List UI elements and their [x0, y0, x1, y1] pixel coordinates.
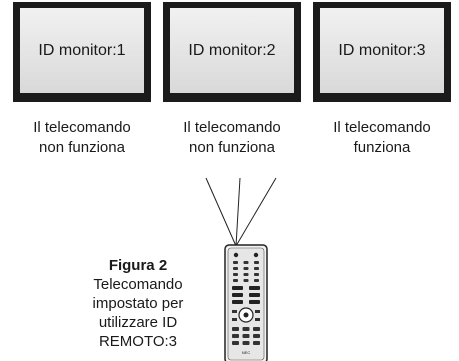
caption-line: utilizzare ID [98, 314, 178, 331]
status-line: non funziona [189, 139, 275, 156]
monitor-1-status: Il telecomando non funziona [13, 118, 151, 158]
figure-number: Figura 2 [108, 257, 168, 274]
monitor-2: ID monitor:2 [163, 2, 301, 102]
caption-line: impostato per [92, 295, 184, 312]
remote-control-icon: NEC [224, 244, 268, 361]
status-line: Il telecomando [183, 119, 281, 136]
status-line: funziona [353, 139, 411, 156]
status-line: non funziona [39, 139, 125, 156]
monitor-3-status: Il telecomando funziona [313, 118, 451, 158]
monitor-2-screen: ID monitor:2 [170, 8, 294, 93]
monitor-1-label: ID monitor:1 [38, 41, 126, 59]
signal-line-right [235, 177, 277, 247]
signal-line-left [205, 177, 237, 247]
signal-line-center [235, 177, 241, 247]
caption-line: Telecomando [93, 276, 183, 293]
monitor-3-screen: ID monitor:3 [320, 8, 444, 93]
status-line: Il telecomando [333, 119, 431, 136]
monitor-2-status: Il telecomando non funziona [163, 118, 301, 158]
signal-lines [205, 177, 277, 247]
status-line: Il telecomando [33, 119, 131, 136]
caption-line: REMOTO:3 [98, 333, 178, 350]
monitor-1: ID monitor:1 [13, 2, 151, 102]
figure-caption: Figura 2 Telecomando impostato per utili… [78, 256, 198, 351]
monitor-3: ID monitor:3 [313, 2, 451, 102]
monitor-3-label: ID monitor:3 [338, 41, 426, 59]
monitor-2-label: ID monitor:2 [188, 41, 276, 59]
monitor-1-screen: ID monitor:1 [20, 8, 144, 93]
remote-brand: NEC [242, 350, 251, 355]
